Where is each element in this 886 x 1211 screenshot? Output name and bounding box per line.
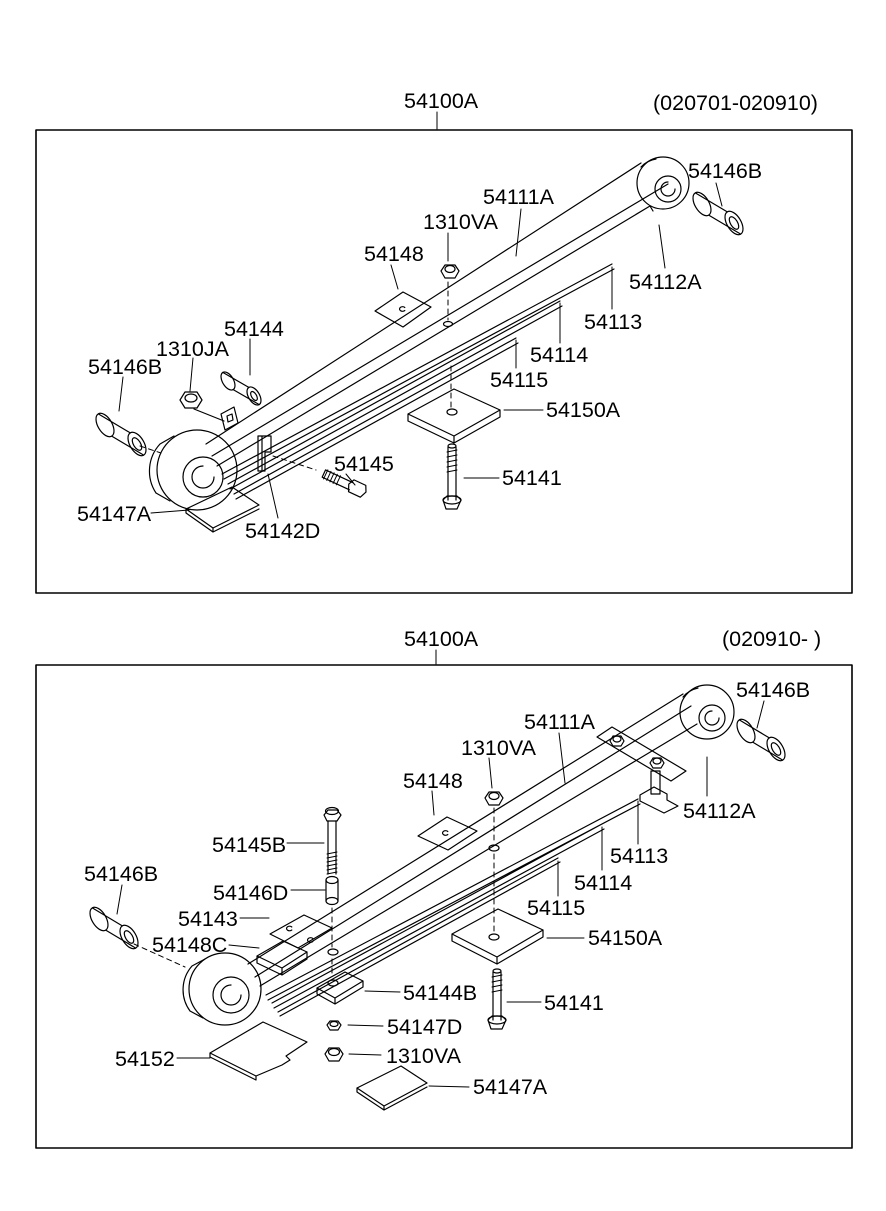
part-labels-bottom: 54146B54111A1310VA5414854112A54113541145… xyxy=(84,678,810,1099)
spring-clip xyxy=(257,435,272,472)
assembly-number-bottom: 54100A xyxy=(404,627,479,651)
washer-cup xyxy=(488,844,500,852)
part-label-54144B: 54144B xyxy=(403,981,477,1005)
center-bolt xyxy=(442,443,462,510)
lower-plate xyxy=(316,971,364,1005)
part-label-54146D: 54146D xyxy=(213,881,288,905)
part-label-54146B: 54146B xyxy=(688,159,762,183)
center-bolt xyxy=(487,968,507,1030)
spring-eye-rear xyxy=(636,156,690,210)
bushing-rear xyxy=(692,191,744,236)
small-nut xyxy=(326,1020,342,1031)
part-label-54112A: 54112A xyxy=(629,270,702,294)
part-label-54113: 54113 xyxy=(584,310,642,334)
leaf-hole xyxy=(327,948,339,956)
hex-nut xyxy=(440,264,460,279)
part-label-1310VA: 1310VA xyxy=(461,736,537,760)
bushing-rear xyxy=(736,718,786,762)
assembly-axis-lines xyxy=(133,807,495,978)
part-label-54114: 54114 xyxy=(574,871,632,895)
part-label-54144: 54144 xyxy=(224,317,284,341)
spring-eye-front xyxy=(182,952,262,1026)
part-label-54143: 54143 xyxy=(178,907,238,931)
center-bolt-upper xyxy=(323,806,342,875)
part-label-54148: 54148 xyxy=(364,242,424,266)
assembly-number-top: 54100A xyxy=(404,89,479,113)
part-label-54146B: 54146B xyxy=(88,355,162,379)
date-range-top: (020701-020910) xyxy=(653,91,818,115)
part-label-54141: 54141 xyxy=(544,991,604,1015)
part-label-54145: 54145 xyxy=(334,452,394,476)
part-label-1310JA: 1310JA xyxy=(156,337,230,361)
silencer-pad xyxy=(185,486,260,533)
spring-pad-plate xyxy=(417,816,478,851)
part-label-54112A: 54112A xyxy=(683,799,756,823)
part-label-54148: 54148 xyxy=(403,769,463,793)
part-label-54114: 54114 xyxy=(530,343,588,367)
part-label-54147A: 54147A xyxy=(77,502,152,526)
bottom-panel-artwork xyxy=(89,649,786,1111)
leaf-stack xyxy=(247,693,698,1017)
part-label-1310VA: 1310VA xyxy=(386,1044,462,1068)
part-label-54146B: 54146B xyxy=(84,862,158,886)
part-label-54111A: 54111A xyxy=(483,185,555,209)
cover-plate xyxy=(209,1021,308,1081)
diagram-border-bottom xyxy=(35,664,853,1149)
castle-nut xyxy=(179,391,239,431)
diagram-headers: 54100A (020701-020910) 54100A (020910- ) xyxy=(404,89,821,651)
bushing-front xyxy=(95,412,147,457)
part-labels-top: 54146B54111A1310VA5414854112A54113541145… xyxy=(77,159,762,543)
washer-cup xyxy=(442,320,454,328)
part-label-54150A: 54150A xyxy=(546,398,621,422)
part-label-54152: 54152 xyxy=(115,1047,175,1071)
top-panel-artwork xyxy=(95,111,744,533)
spring-seat xyxy=(451,908,544,965)
spring-seat xyxy=(407,388,501,444)
spacer-sleeve xyxy=(325,875,339,906)
shackle-plate xyxy=(596,726,687,814)
part-label-54146B: 54146B xyxy=(736,678,810,702)
part-label-54148C: 54148C xyxy=(152,933,227,957)
spring-pad-plate xyxy=(374,291,432,328)
part-label-54115: 54115 xyxy=(527,896,585,920)
part-label-54141: 54141 xyxy=(502,466,562,490)
part-label-54147D: 54147D xyxy=(387,1015,462,1039)
pad-block xyxy=(256,940,308,976)
part-label-54113: 54113 xyxy=(610,844,668,868)
clip-bolt xyxy=(321,469,367,498)
silencer-pad xyxy=(356,1065,428,1111)
diagram-border-top xyxy=(35,129,853,594)
part-label-54111A: 54111A xyxy=(524,710,596,734)
part-label-54142D: 54142D xyxy=(245,519,320,543)
spring-eye-rear xyxy=(679,684,735,740)
hex-nut-lower xyxy=(324,1047,344,1062)
spring-eye-front xyxy=(148,429,238,511)
spacer-tube xyxy=(220,371,262,406)
part-label-1310VA: 1310VA xyxy=(423,210,499,234)
date-range-bottom: (020910- ) xyxy=(722,627,821,651)
part-label-54147A: 54147A xyxy=(473,1075,548,1099)
leader-lines-top xyxy=(118,111,723,519)
diagram-artwork xyxy=(35,111,853,1149)
leader-lines-bottom xyxy=(116,649,765,1088)
part-label-54150A: 54150A xyxy=(588,926,663,950)
part-label-54115: 54115 xyxy=(490,368,548,392)
bushing-front xyxy=(89,906,139,950)
assembly-axis-lines xyxy=(139,281,452,471)
part-label-54145B: 54145B xyxy=(212,833,286,857)
hex-nut-upper xyxy=(484,791,504,806)
